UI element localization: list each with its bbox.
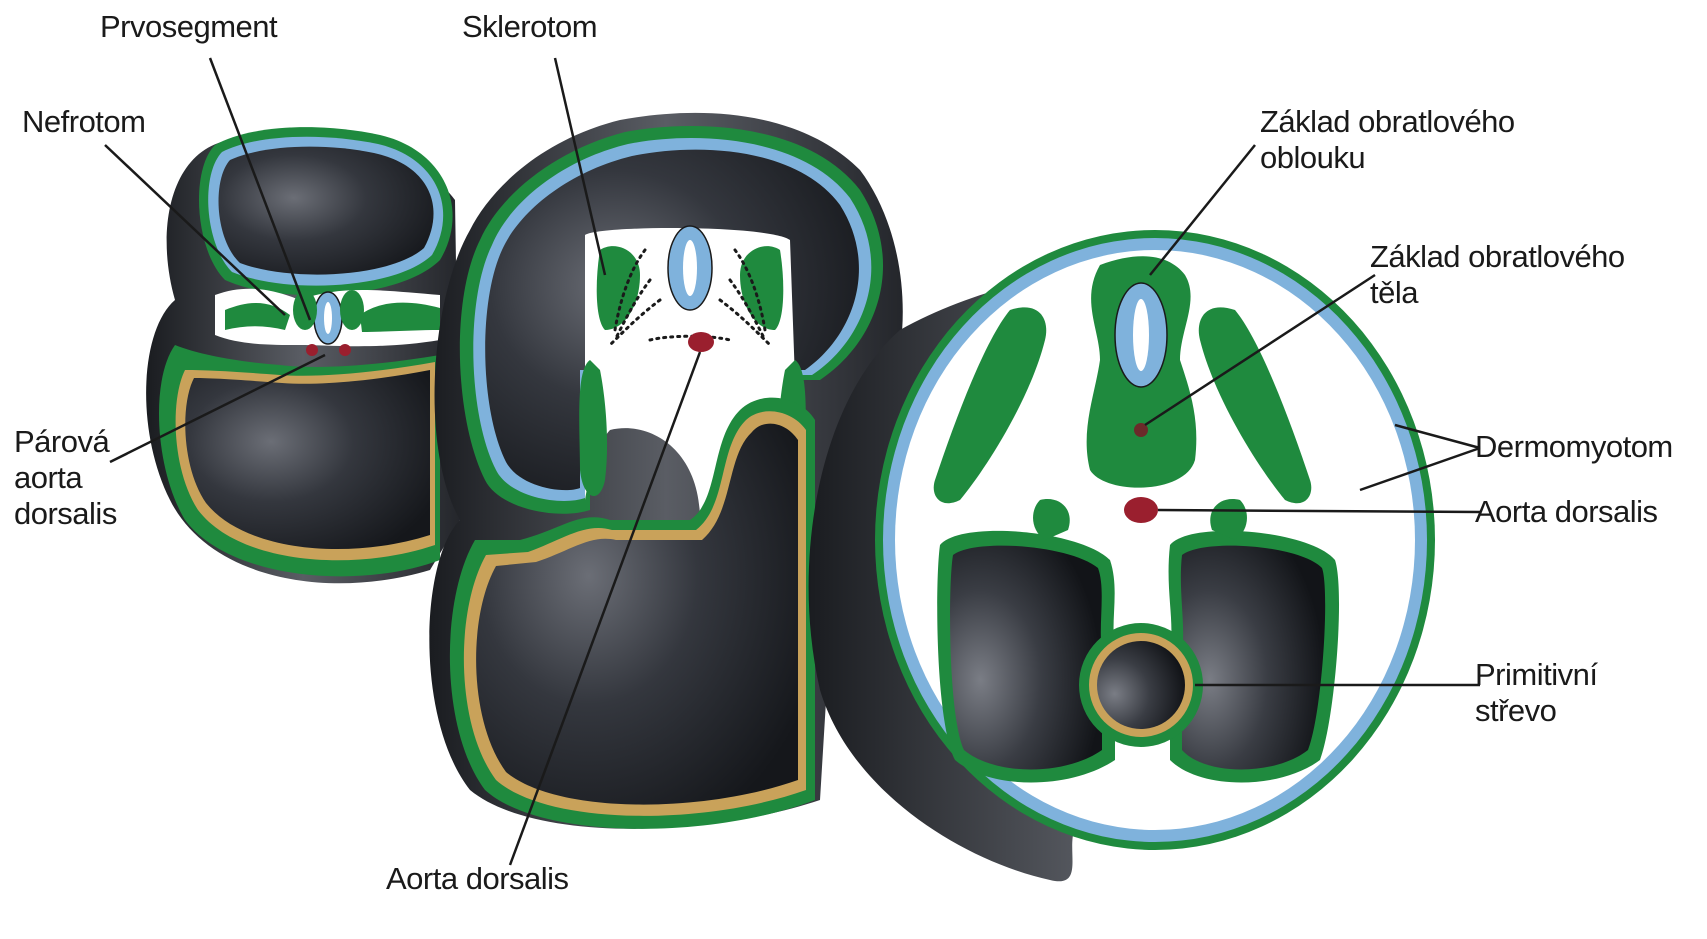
primitive-gut [1097, 641, 1185, 729]
label-parova-2: aorta [14, 461, 82, 495]
paired-aorta-right [339, 344, 351, 356]
label-zaklad-tela-1: Základ obratlového [1370, 240, 1625, 274]
label-prvosegment: Prvosegment [100, 10, 277, 44]
label-primitivni-2: střevo [1475, 694, 1556, 728]
paired-aorta-left [306, 344, 318, 356]
label-parova-1: Párová [14, 425, 109, 459]
label-dermomyotom: Dermomyotom [1475, 430, 1673, 464]
aorta-2 [688, 332, 714, 352]
label-nefrotom: Nefrotom [22, 105, 145, 139]
label-primitivni-1: Primitivní [1475, 658, 1597, 692]
aorta-3 [1124, 497, 1158, 523]
label-aorta-dorsalis-bottom: Aorta dorsalis [386, 862, 569, 896]
label-sklerotom: Sklerotom [462, 10, 597, 44]
embryo-stage-1 [146, 127, 460, 583]
label-zaklad-oblouku-2: oblouku [1260, 141, 1365, 175]
label-aorta-dorsalis-right: Aorta dorsalis [1475, 495, 1658, 529]
embryo-stage-3 [809, 230, 1435, 881]
label-parova-3: dorsalis [14, 497, 117, 531]
label-zaklad-tela-2: těla [1370, 276, 1418, 310]
label-zaklad-oblouku-1: Základ obratlového [1260, 105, 1515, 139]
